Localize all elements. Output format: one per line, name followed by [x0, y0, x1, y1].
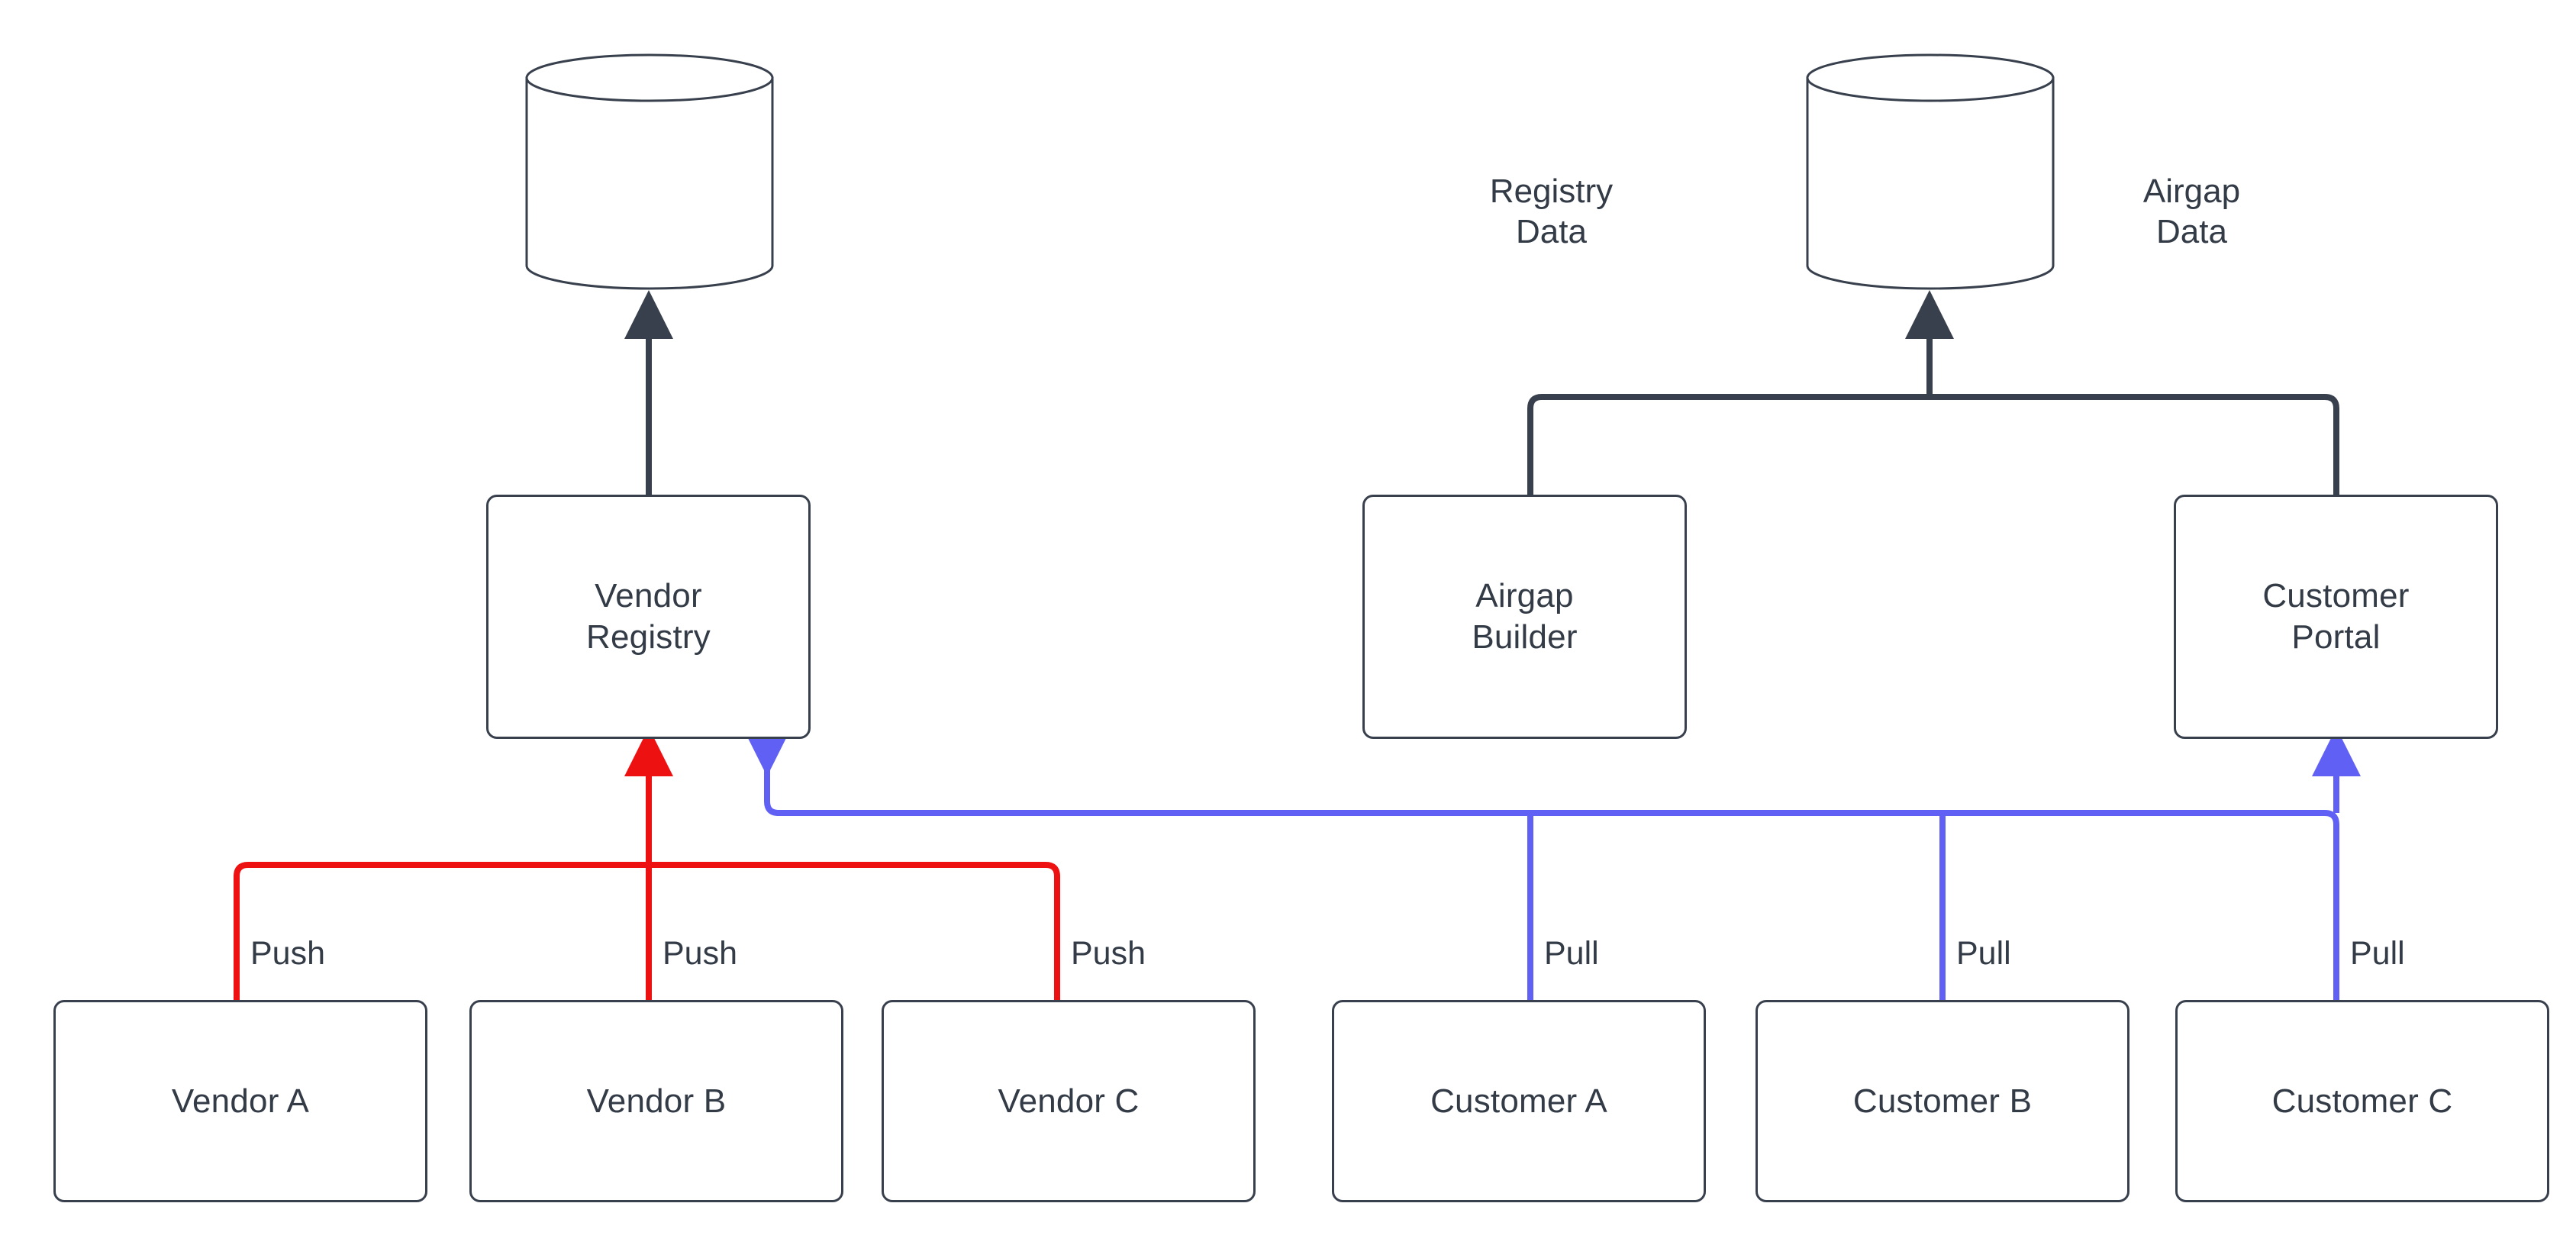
registry-data-label: Registry Data	[1489, 172, 1614, 251]
edge-push-bus	[234, 862, 1060, 1000]
airgap-data-label: Airgap Data	[2142, 172, 2241, 251]
registry-data-cylinder-shape	[525, 53, 774, 290]
node-vendor-b[interactable]: Vendor B	[469, 1000, 843, 1202]
airgap-data-cylinder-shape	[1806, 53, 2055, 290]
node-customer-a[interactable]: Customer A	[1332, 1000, 1706, 1202]
edge-label-vendor-b-push: Push	[663, 935, 738, 972]
node-customer-b[interactable]: Customer B	[1755, 1000, 2129, 1202]
node-vendor-c[interactable]: Vendor C	[882, 1000, 1256, 1202]
edge-label-customer-b-pull: Pull	[1956, 935, 2011, 972]
node-airgap-builder[interactable]: Airgap Builder	[1362, 495, 1687, 739]
edge-label-vendor-c-push: Push	[1071, 935, 1146, 972]
node-customer-c[interactable]: Customer C	[2175, 1000, 2549, 1202]
edge-label-customer-c-pull: Pull	[2350, 935, 2405, 972]
edge-label-vendor-a-push: Push	[250, 935, 326, 972]
node-vendor-registry[interactable]: Vendor Registry	[486, 495, 811, 739]
edge-label-customer-a-pull: Pull	[1544, 935, 1599, 972]
node-vendor-a[interactable]: Vendor A	[53, 1000, 427, 1202]
node-customer-portal[interactable]: Customer Portal	[2174, 495, 2498, 739]
